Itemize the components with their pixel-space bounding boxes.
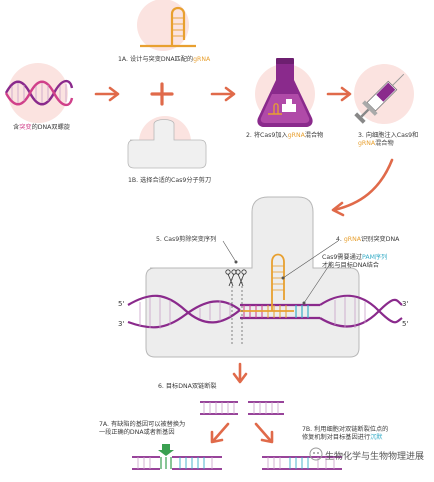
arrow-to-7a bbox=[210, 422, 230, 444]
pointer-lines bbox=[222, 240, 339, 305]
grna-design-icon bbox=[137, 0, 196, 51]
step-7b-line1: 7B. 利用细胞对双链断裂位点的 bbox=[302, 426, 389, 433]
step-4-label: 4. gRNA识别突变DNA bbox=[336, 236, 400, 243]
plus-icon bbox=[150, 82, 174, 106]
flask-icon bbox=[255, 58, 315, 127]
arrow-syringe-to-cell bbox=[331, 158, 394, 217]
step-5-label: 5. Cas9剪除突变序列 bbox=[156, 236, 217, 243]
step-1b-label: 1B. 选择合适的Cas9分子剪刀 bbox=[128, 177, 212, 184]
arrow-dna-to-plus bbox=[94, 86, 120, 102]
cas9-dna-complex bbox=[127, 196, 403, 358]
arrow-flask-to-syringe bbox=[326, 86, 352, 102]
step-7b-label: 7B. 利用细胞对双链断裂位点的 修复机制对目标基因进行沉默 bbox=[302, 426, 388, 442]
step-2-label: 2. 将Cas9加入gRNA混合物 bbox=[246, 132, 324, 139]
strand-5-right: 5' bbox=[402, 320, 409, 328]
step-6-label: 6. 目标DNA双链断裂 bbox=[158, 383, 217, 390]
pam-note: Cas9需要通过PAM序列 才能与目标DNA结合 bbox=[322, 254, 387, 270]
strand-3-right: 3' bbox=[402, 300, 409, 308]
scissors-icon bbox=[225, 269, 247, 287]
watermark-logo-icon bbox=[309, 447, 323, 461]
strand-5-left: 5' bbox=[118, 300, 125, 308]
pam-note-line2: 才能与目标DNA结合 bbox=[322, 262, 379, 269]
repair-insertion bbox=[132, 444, 222, 470]
dna-helix-icon bbox=[4, 63, 74, 123]
syringe-icon bbox=[354, 64, 414, 124]
step-3-line2: gRNA混合物 bbox=[358, 140, 394, 147]
step-1a-label: 1A. 设计与突变DNA匹配的gRNA bbox=[118, 56, 211, 63]
strand-3-left: 3' bbox=[118, 320, 125, 328]
pam-note-line1: Cas9需要通过PAM序列 bbox=[322, 254, 388, 261]
step-7a-line1: 7A. 有缺陷的基因可以被替换为 bbox=[99, 421, 186, 428]
cas9-protein-icon bbox=[127, 116, 207, 169]
broken-dna bbox=[200, 401, 284, 415]
step-3-label: 3. 向细胞注入Cas9和 gRNA混合物 bbox=[358, 132, 418, 148]
dna-helix-label: 含突变的DNA双螺旋 bbox=[13, 124, 70, 131]
step-7a-line2: 一段正确的DNA或者新基因 bbox=[99, 429, 175, 436]
step-3-line1: 3. 向细胞注入Cas9和 bbox=[358, 132, 419, 139]
arrow-to-7b bbox=[254, 422, 274, 444]
step-7a-label: 7A. 有缺陷的基因可以被替换为 一段正确的DNA或者新基因 bbox=[99, 421, 185, 437]
arrow-plus-to-flask bbox=[210, 86, 236, 102]
repair-silencing bbox=[262, 456, 342, 470]
watermark-text: 生物化学与生物物理进展 bbox=[325, 452, 425, 462]
arrow-complex-to-break bbox=[232, 362, 248, 384]
step-7b-line2: 修复机制对目标基因进行沉默 bbox=[302, 434, 383, 441]
